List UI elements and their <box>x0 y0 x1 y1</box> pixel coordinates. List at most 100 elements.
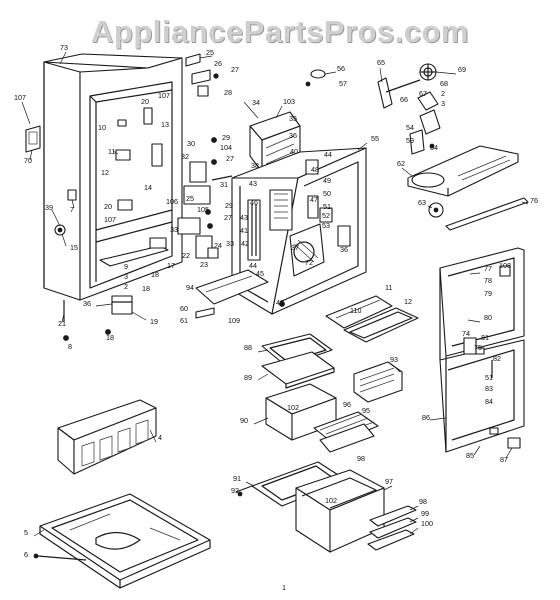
part-callout-17: 17 <box>167 261 175 270</box>
part-callout-51: 51 <box>485 373 493 382</box>
part-callout-107: 107 <box>158 91 170 100</box>
part-callout-2: 2 <box>124 282 128 291</box>
part-callout-102: 102 <box>325 496 337 505</box>
part-callout-47: 47 <box>310 195 318 204</box>
part-callout-109: 109 <box>228 316 240 325</box>
part-callout-27: 27 <box>231 65 239 74</box>
part-callout-7: 7 <box>70 205 74 214</box>
part-callout-53: 53 <box>322 221 330 230</box>
part-callout-106: 106 <box>166 197 178 206</box>
part-callout-4: 4 <box>158 433 162 442</box>
part-callout-52: 52 <box>322 211 330 220</box>
part-callout-22: 22 <box>182 251 190 260</box>
part-callout-29: 29 <box>225 201 233 210</box>
part-callout-56: 56 <box>337 64 345 73</box>
part-callout-98: 98 <box>357 454 365 463</box>
part-callout-18: 18 <box>142 284 150 293</box>
part-callout-12: 12 <box>101 168 109 177</box>
part-callout-91: 91 <box>233 474 241 483</box>
part-callout-73: 73 <box>60 43 68 52</box>
part-callout-93: 93 <box>390 355 398 364</box>
part-callout-94: 94 <box>186 283 194 292</box>
part-callout-33: 33 <box>226 239 234 248</box>
part-callout-35: 35 <box>289 114 297 123</box>
part-callout-34: 34 <box>252 98 260 107</box>
part-callout-41: 41 <box>240 226 248 235</box>
callout-labels: 7310770101112739152010793218173618192181… <box>14 43 538 592</box>
part-callout-108: 108 <box>499 261 511 270</box>
freezer-liner <box>195 147 367 319</box>
part-callout-57: 57 <box>339 79 347 88</box>
part-callout-30: 30 <box>187 139 195 148</box>
cabinet-shell <box>25 53 183 341</box>
part-callout-6: 6 <box>24 550 28 559</box>
part-callout-66: 66 <box>400 95 408 104</box>
part-callout-81: 81 <box>481 333 489 342</box>
part-callout-99: 99 <box>421 509 429 518</box>
icemaker-assembly <box>305 63 529 231</box>
part-callout-51: 51 <box>323 202 331 211</box>
part-callout-110: 110 <box>350 306 361 315</box>
part-callout-102: 102 <box>287 403 299 412</box>
part-callout-14: 14 <box>144 183 152 192</box>
part-callout-38: 38 <box>251 161 259 170</box>
part-callout-19: 19 <box>150 317 158 326</box>
part-callout-65: 65 <box>377 58 385 67</box>
part-callout-82: 82 <box>493 354 501 363</box>
part-callout-39: 39 <box>45 203 53 212</box>
part-callout-12: 12 <box>404 297 412 306</box>
part-callout-37: 37 <box>291 243 299 252</box>
part-callout-27: 27 <box>226 154 234 163</box>
part-callout-59: 59 <box>406 136 414 145</box>
part-callout-103: 103 <box>283 97 295 106</box>
part-callout-74: 74 <box>462 329 470 338</box>
part-callout-2: 2 <box>441 89 445 98</box>
part-callout-5: 5 <box>24 528 28 537</box>
part-callout-50: 50 <box>323 189 331 198</box>
part-callout-9: 9 <box>124 262 128 271</box>
part-callout-107: 107 <box>14 93 26 102</box>
part-callout-24: 24 <box>214 241 222 250</box>
part-callout-21: 21 <box>58 319 66 328</box>
part-callout-48: 48 <box>311 165 319 174</box>
part-callout-18: 18 <box>151 270 159 279</box>
part-callout-46: 46 <box>250 198 258 207</box>
part-callout-84: 84 <box>485 397 493 406</box>
part-callout-100: 100 <box>421 519 433 528</box>
part-callout-69: 69 <box>458 65 466 74</box>
part-callout-43: 43 <box>249 179 257 188</box>
part-callout-92: 92 <box>231 486 239 495</box>
part-callout-13: 13 <box>161 120 169 129</box>
part-callout-88: 88 <box>244 343 252 352</box>
part-callout-62: 62 <box>397 159 405 168</box>
part-callout-97: 97 <box>385 477 393 486</box>
leader-lines <box>21 51 529 558</box>
part-callout-96: 96 <box>343 400 351 409</box>
part-callout-20: 20 <box>104 202 112 211</box>
part-callout-61: 61 <box>180 316 188 325</box>
part-callout-10: 10 <box>98 123 106 132</box>
part-callout-90: 90 <box>240 416 248 425</box>
part-callout-60: 60 <box>180 304 188 313</box>
part-callout-42: 42 <box>241 239 249 248</box>
part-callout-105: 105 <box>197 205 209 214</box>
part-callout-40: 40 <box>290 147 298 156</box>
part-callout-36: 36 <box>83 299 91 308</box>
part-callout-25: 25 <box>186 194 194 203</box>
grille-and-base-pan <box>33 399 211 589</box>
part-callout-68: 68 <box>440 79 448 88</box>
part-callout-89: 89 <box>244 373 252 382</box>
part-callout-3: 3 <box>441 99 445 108</box>
part-callout-104: 104 <box>220 143 232 152</box>
part-callout-95: 95 <box>362 406 370 415</box>
part-callout-55: 55 <box>371 134 379 143</box>
part-callout-79: 79 <box>484 289 492 298</box>
part-callout-33: 33 <box>170 225 178 234</box>
part-callout-107: 107 <box>104 215 116 224</box>
part-callout-45: 45 <box>256 269 264 278</box>
part-callout-85: 85 <box>466 451 474 460</box>
part-callout-86: 86 <box>422 413 430 422</box>
part-callout-1: 1 <box>282 583 286 592</box>
part-callout-75: 75 <box>474 343 482 352</box>
